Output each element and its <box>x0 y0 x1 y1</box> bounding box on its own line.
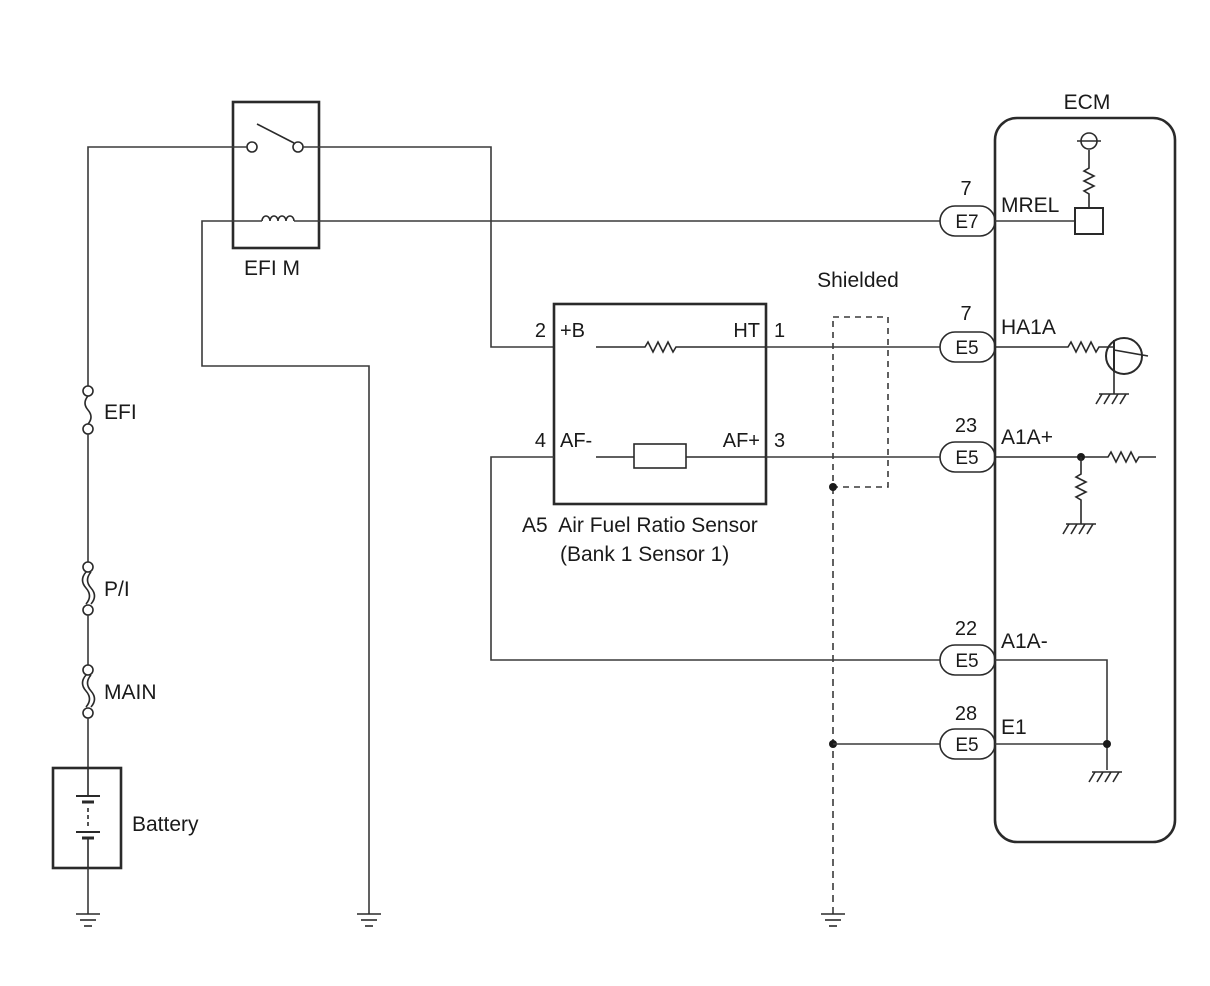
ecm-transistor-collector <box>1113 349 1149 357</box>
pi-fuse-terminal-bottom <box>82 604 94 616</box>
ecm-a1aplus-pin: 23 <box>955 415 977 437</box>
ecm-label: ECM <box>1064 91 1111 114</box>
main-fuse-terminal-top <box>82 664 94 676</box>
ecm-a1aplus-connector-label: E5 <box>955 448 978 469</box>
ecm-a1aplus-resistor-icon <box>995 450 1156 464</box>
heater-resistor-icon <box>596 340 766 354</box>
pi-fuse-terminal-top <box>82 561 94 573</box>
sensor-pin-1-number: 1 <box>774 320 785 342</box>
ecm-mrel-pullup-resistor-icon <box>1082 150 1096 208</box>
ecm-ha1a-pin: 7 <box>960 303 971 325</box>
ecm-a1aminus-internal-wire <box>995 659 1108 770</box>
ecm-ha1a-connector-label: E5 <box>955 338 978 359</box>
sensor-element-icon <box>633 443 687 469</box>
ecm-a1aplus-ground-icon <box>1062 523 1096 535</box>
shield-ground-icon <box>821 913 845 927</box>
ecm-e1-pin: 28 <box>955 703 977 725</box>
relay-ground-icon <box>357 913 381 927</box>
pi-fuse-icon <box>81 571 96 605</box>
efi-fuse-label: EFI <box>104 401 137 424</box>
ecm-a1aplus-signal: A1A+ <box>1001 426 1053 449</box>
ecm-ha1a-resistor-icon <box>995 340 1114 354</box>
sensor-pin-1-name: HT <box>733 320 760 342</box>
sensor-pin-4-name: AF- <box>560 430 592 452</box>
ecm-e1-ground-icon <box>1088 771 1122 783</box>
sensor-pin-2-number: 2 <box>535 320 546 342</box>
battery-cells-icon <box>76 768 100 868</box>
wire-relay-to-sensor-b <box>303 146 554 348</box>
efi-m-relay-box <box>231 100 321 250</box>
ecm-ha1a-signal: HA1A <box>1001 316 1056 339</box>
ecm-heater-transistor-icon <box>1105 337 1143 375</box>
sensor-pin-3-number: 3 <box>774 430 785 452</box>
af-sensor-label: A5 Air Fuel Ratio Sensor <box>522 514 758 537</box>
ecm-mrel-connector-label: E7 <box>955 212 978 233</box>
relay-switch-blade-icon <box>256 123 295 144</box>
sensor-pin-4-number: 4 <box>535 430 546 452</box>
battery-box <box>51 766 123 870</box>
efi-fuse-terminal-bottom <box>82 423 94 435</box>
battery-ground-icon <box>76 913 100 927</box>
battery-label: Battery <box>132 813 199 836</box>
ecm-a1aminus-connector-label: E5 <box>955 651 978 672</box>
ecm-mrel-signal: MREL <box>1001 194 1059 217</box>
wire-relay-coil-ground <box>201 220 370 914</box>
efi-fuse-icon <box>84 395 92 425</box>
ecm-a1aplus-bias-resistor-icon <box>1074 457 1088 524</box>
sensor-pin-2-name: +B <box>560 320 585 342</box>
ecm-e1-junction-dot <box>1103 740 1111 748</box>
ecm-mrel-pin: 7 <box>960 178 971 200</box>
shield-outline <box>832 316 889 488</box>
af-sensor-sublabel: (Bank 1 Sensor 1) <box>560 543 729 566</box>
shield-junction-dot <box>829 483 837 491</box>
ecm-e1-connector-label: E5 <box>955 735 978 756</box>
ecm-heater-ground-icon <box>1095 393 1129 405</box>
ecm-a1aminus-signal: A1A- <box>1001 630 1048 653</box>
main-fuse-label: MAIN <box>104 681 157 704</box>
ecm-a1aminus-pin: 22 <box>955 618 977 640</box>
main-fuse-icon <box>81 674 96 708</box>
shield-label: Shielded <box>817 269 899 292</box>
efi-m-relay-label: EFI M <box>244 257 300 280</box>
sensor-pin-3-name: AF+ <box>723 430 760 452</box>
ecm-e1-signal: E1 <box>1001 716 1027 739</box>
main-fuse-terminal-bottom <box>82 707 94 719</box>
wire-afminus-to-a1aminus <box>490 456 940 661</box>
pi-fuse-label: P/I <box>104 578 130 601</box>
ecm-box <box>993 116 1177 844</box>
wire-relay-switch-in <box>87 146 247 386</box>
relay-coil-icon <box>261 215 295 222</box>
efi-fuse-terminal-top <box>82 385 94 397</box>
af-sensor-box <box>552 302 768 506</box>
